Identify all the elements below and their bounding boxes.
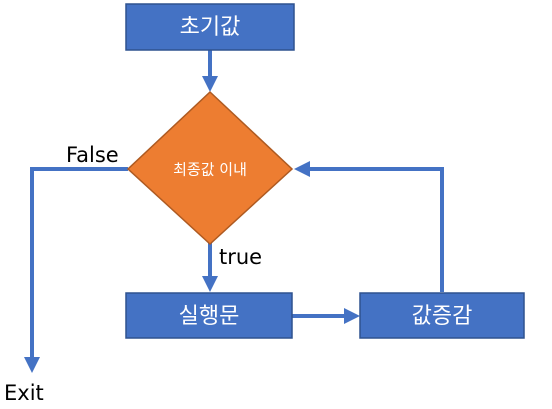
statement-box-label: 실행문 bbox=[179, 304, 240, 329]
init-box-label: 초기값 bbox=[180, 15, 241, 40]
true-label: true bbox=[219, 245, 262, 269]
condition-diamond: 최종값 이내 bbox=[126, 90, 294, 246]
condition-diamond-label: 최종값 이내 bbox=[173, 161, 247, 179]
false-label: False bbox=[66, 143, 119, 167]
increment-box: 값증감 bbox=[359, 292, 525, 339]
increment-box-label: 값증감 bbox=[412, 304, 473, 329]
init-box: 초기값 bbox=[125, 3, 295, 51]
connector-increment-to-condition bbox=[294, 161, 444, 292]
connector-condition-to-exit bbox=[24, 167, 128, 373]
statement-box: 실행문 bbox=[125, 292, 293, 339]
exit-label: Exit bbox=[4, 381, 44, 405]
